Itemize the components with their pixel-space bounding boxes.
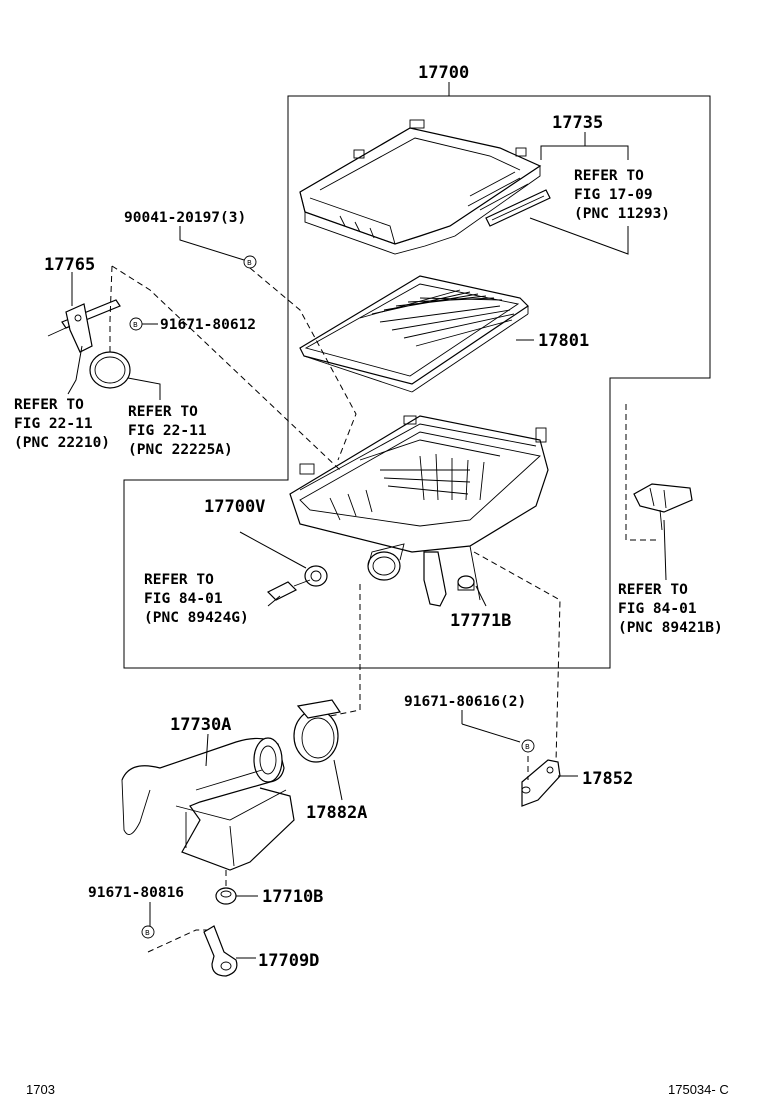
svg-text:REFER TO: REFER TO	[14, 397, 84, 413]
leader-ref-89421b	[663, 519, 667, 581]
svg-text:REFER TO: REFER TO	[618, 582, 688, 598]
svg-text:FIG 17-09: FIG 17-09	[574, 187, 653, 203]
label-17882a: 17882A	[306, 803, 367, 823]
label-91671-80612: 91671-80612	[160, 317, 256, 333]
dash-90041	[249, 267, 357, 461]
leader-17730a	[205, 733, 209, 767]
svg-text:REFER TO: REFER TO	[128, 404, 198, 420]
svg-text:(PNC 89421B): (PNC 89421B)	[618, 620, 723, 636]
bolt-91671-80612: B	[129, 317, 143, 331]
leader-ref-22225a	[127, 377, 161, 400]
case-mount-foot	[423, 551, 447, 607]
svg-text:(PNC 22225A): (PNC 22225A)	[128, 442, 233, 458]
svg-text:FIG 84-01: FIG 84-01	[618, 601, 697, 617]
ref-fig-22-11-a: REFER TO FIG 22-11 (PNC 22210)	[14, 397, 110, 451]
intake-duct	[121, 737, 295, 871]
label-17700: 17700	[418, 63, 469, 83]
svg-text:REFER TO: REFER TO	[574, 168, 644, 184]
gasket-ring	[89, 351, 131, 389]
leader-90041	[179, 226, 245, 261]
leader-17771b	[475, 585, 487, 607]
bracket-17735	[540, 145, 629, 160]
assembly-boundary	[123, 95, 711, 669]
svg-text:(PNC 22210): (PNC 22210)	[14, 435, 110, 451]
dash-bracket	[473, 551, 561, 763]
footer-drawing-id: 175034- C	[668, 1082, 729, 1097]
bolt-91671-80616: B	[521, 739, 535, 753]
svg-text:(PNC 89424G): (PNC 89424G)	[144, 610, 249, 626]
bolt-letter: B	[247, 259, 252, 267]
dash-sensor	[625, 404, 660, 541]
svg-text:FIG 22-11: FIG 22-11	[14, 416, 93, 432]
grommet-17710b	[215, 887, 237, 905]
stay-17765	[47, 299, 121, 353]
dash-17765	[109, 265, 341, 471]
label-90041-20197: 90041-20197(3)	[124, 210, 246, 226]
bolt-letter: B	[145, 929, 150, 937]
label-17735: 17735	[552, 113, 603, 133]
air-cleaner-cap	[299, 119, 542, 255]
ref-fig-22-11-b: REFER TO FIG 22-11 (PNC 22225A)	[128, 404, 233, 458]
grommet-17771b	[457, 575, 475, 591]
label-91671-80816: 91671-80816	[88, 885, 184, 901]
ref-fig-84-01-a: REFER TO FIG 84-01 (PNC 89424G)	[144, 572, 249, 626]
air-cleaner-case	[289, 415, 549, 601]
leader-17735-ref	[529, 217, 629, 255]
leader-91671-80616-b	[461, 723, 521, 743]
grommet-17700v	[304, 565, 328, 587]
label-17700v: 17700V	[204, 497, 265, 517]
svg-text:(PNC 11293): (PNC 11293)	[574, 206, 670, 222]
label-17771b: 17771B	[450, 611, 511, 631]
stay-17709d	[203, 925, 238, 977]
label-91671-80616: 91671-80616(2)	[404, 694, 526, 710]
ref-fig-17-09: REFER TO FIG 17-09 (PNC 11293)	[574, 168, 670, 222]
leader-ref-89424g	[267, 595, 281, 607]
ref-fig-84-01-b: REFER TO FIG 84-01 (PNC 89421B)	[618, 582, 723, 636]
label-17852: 17852	[582, 769, 633, 789]
bolt-90041: B	[243, 255, 257, 269]
cap-sponge-17735	[485, 189, 551, 227]
svg-text:FIG 22-11: FIG 22-11	[128, 423, 207, 439]
label-17801: 17801	[538, 331, 589, 351]
leader-17700v	[239, 531, 307, 569]
sensor-bolt	[266, 579, 311, 601]
leader-17882a	[333, 759, 343, 801]
bolt-91671-80816: B	[141, 925, 155, 939]
air-filter-element	[299, 275, 529, 393]
label-17765: 17765	[44, 255, 95, 275]
case-outlet-tube	[367, 543, 405, 581]
footer-page-code: 1703	[26, 1082, 55, 1097]
bolt-letter: B	[133, 321, 138, 329]
bolt-letter: B	[525, 743, 530, 751]
dash-tube-clamp	[329, 584, 361, 717]
leader-ref-22210	[67, 345, 83, 395]
hose-clamp	[293, 699, 342, 763]
svg-text:REFER TO: REFER TO	[144, 572, 214, 588]
svg-text:FIG 84-01: FIG 84-01	[144, 591, 223, 607]
airflow-sensor	[633, 483, 693, 531]
dash-80816	[147, 929, 210, 953]
label-17710b: 17710B	[262, 887, 323, 907]
label-17730a: 17730A	[170, 715, 231, 735]
label-17709d: 17709D	[258, 951, 319, 971]
